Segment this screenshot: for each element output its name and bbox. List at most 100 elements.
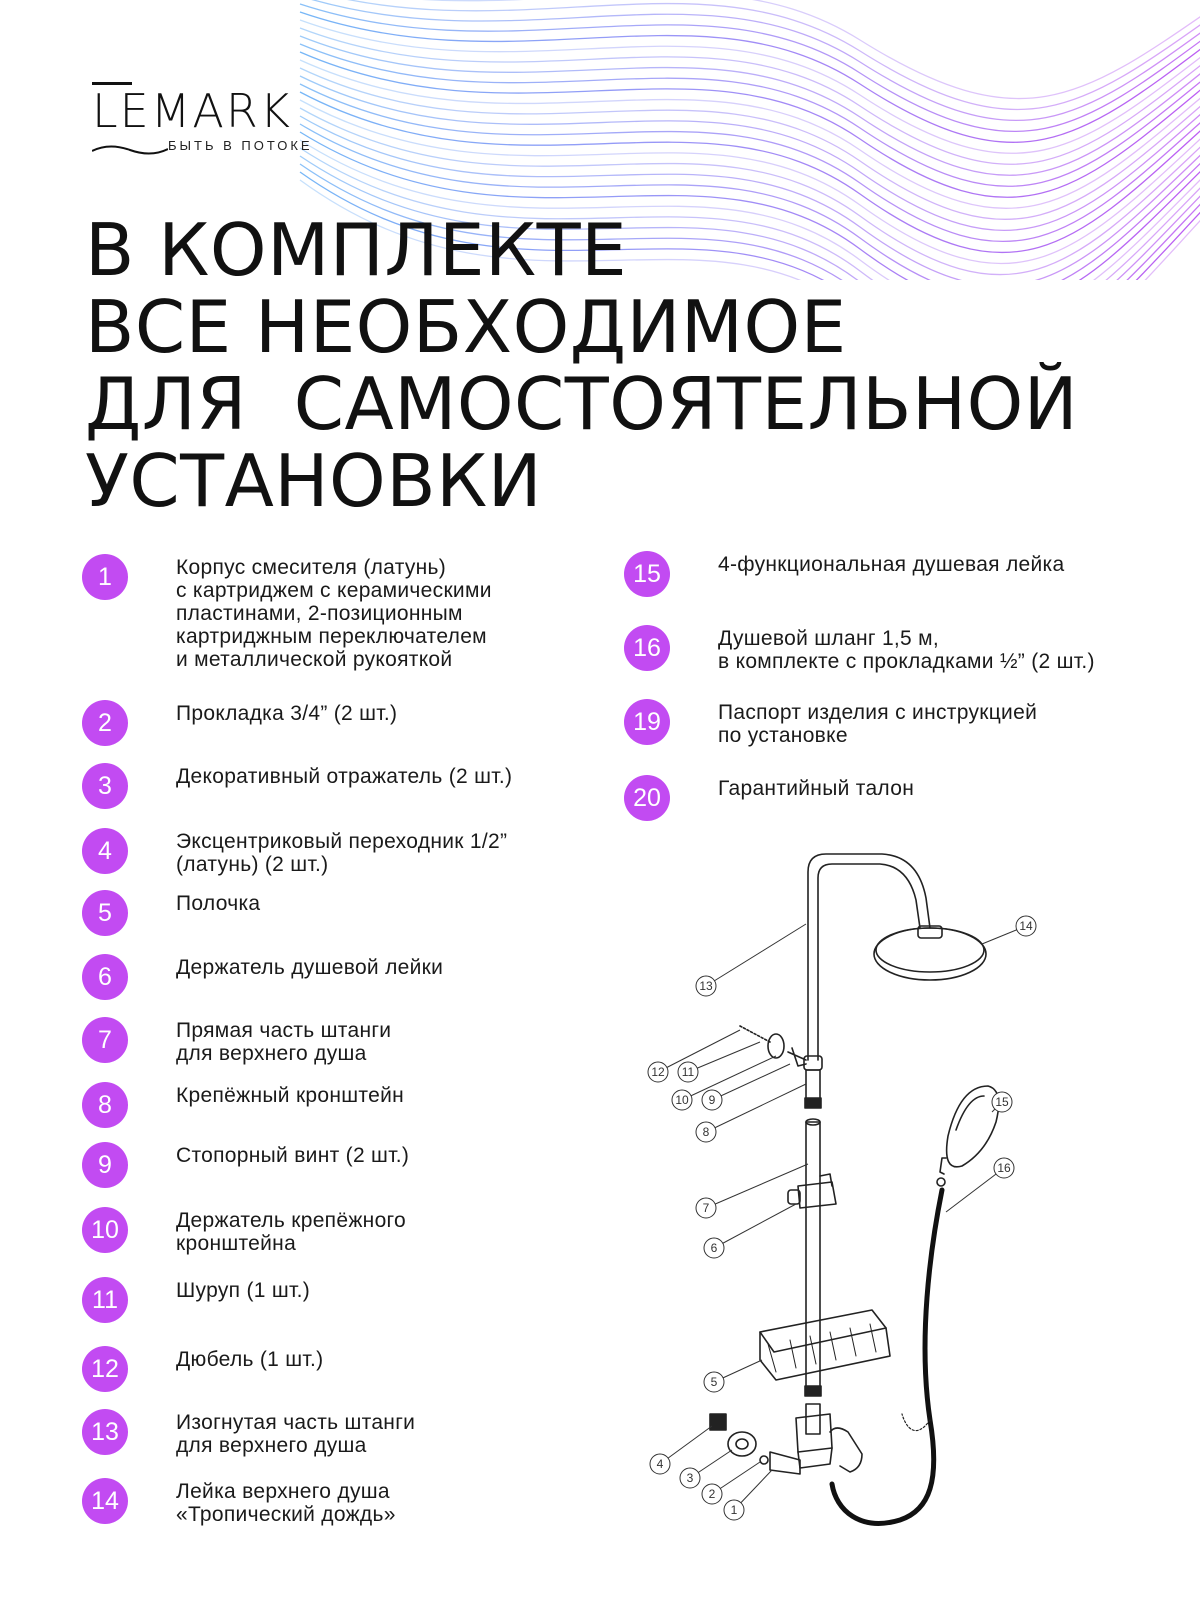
callout-circle [649,1453,671,1475]
callout-circle [671,1089,693,1111]
item-description: Шуруп (1 шт.) [176,1279,556,1302]
item-number-badge: 15 [624,551,670,597]
item-description: Стопорный винт (2 шт.) [176,1144,556,1167]
callout-number: 5 [711,1375,718,1389]
wave-line [299,67,1200,221]
callout-circle [647,1061,669,1083]
wave-line [299,35,1200,176]
item-description-line: Держатель крепёжного [176,1209,407,1232]
wave-line [299,115,1200,280]
wave-line [299,91,1200,254]
wave-line [299,19,1200,154]
item-description: Полочка [176,892,556,915]
callout-circle [701,1089,723,1111]
item-description-line: Декоративный отражатель (2 шт.) [176,765,513,788]
callout-leader-line [713,1203,797,1249]
wave-line [311,0,1200,121]
callout-circle [1015,915,1037,937]
handshower-holder [797,1181,837,1209]
callout-circle [993,1157,1015,1179]
item-description: Эксцентриковый переходник 1/2”(латунь) (… [176,830,556,876]
wave-line [299,123,1200,280]
wave-line [422,0,1200,100]
wave-line [299,43,1200,187]
callout-leader-line [687,1041,761,1073]
callout-leader-line [705,923,807,987]
item-number-badge: 4 [82,828,128,874]
callout-number: 13 [699,979,713,993]
item-description-line: кронштейна [176,1232,297,1255]
item-number-badge: 12 [82,1346,128,1392]
callout-number: 16 [997,1161,1011,1175]
item-description-line: для верхнего душа [176,1434,367,1457]
upper-pipe [807,853,931,1061]
wave-line [299,99,1200,265]
item-description-line: картриджным переключателем [176,625,487,648]
callout-number: 15 [995,1095,1009,1109]
item-number-badge: 11 [82,1277,128,1323]
item-description: Дюбель (1 шт.) [176,1348,556,1371]
item-description: Декоративный отражатель (2 шт.) [176,765,556,788]
callout-number: 4 [657,1457,664,1471]
wave-line [299,131,1200,280]
item-description: Прокладка 3/4” (2 шт.) [176,702,556,725]
brand-name: LEMARK [92,84,292,138]
item-number-badge: 3 [82,763,128,809]
wave-line [299,155,1200,280]
item-number-badge: 7 [82,1017,128,1063]
wave-line [299,179,1200,280]
item-number-badge: 19 [624,699,670,745]
wall-bracket [787,1047,807,1067]
item-number-badge: 13 [82,1409,128,1455]
callout-leader-line [681,1055,777,1101]
title-line: УСТАНОВКИ [85,439,543,523]
item-number-badge: 14 [82,1478,128,1524]
wave-line [299,107,1200,276]
wave-line [299,27,1200,165]
callout-leader-line [945,1167,1005,1213]
callout-circle [723,1499,745,1521]
item-description: 4-функциональная душевая лейка [718,553,1138,576]
callout-circle [703,1371,725,1393]
page-title: В КОМПЛЕКТЕ ВСЕ НЕОБХОДИМОЕ ДЛЯ САМОСТОЯ… [85,212,1165,520]
callout-number: 7 [703,1201,710,1215]
wave-line [299,3,1200,132]
callout-circle [695,1197,717,1219]
wave-line [299,147,1200,280]
callout-circle [701,1483,723,1505]
item-description: Крепёжный кронштейн [176,1084,556,1107]
mixer-body [805,1403,821,1435]
callout-number: 1 [731,1503,738,1517]
logo-bar [92,82,132,85]
item-number-badge: 10 [82,1207,128,1253]
eccentric-adapter [709,1413,727,1431]
callout-circle [695,1121,717,1143]
callout-number: 12 [651,1065,665,1079]
callout-circle [695,975,717,997]
title-line: В КОМПЛЕКТЕ [85,208,628,292]
logo-wave-icon [92,145,168,155]
callout-number: 8 [703,1125,710,1139]
wave-line [299,171,1200,280]
wave-line [347,0,1200,111]
item-number-badge: 9 [82,1142,128,1188]
item-description-line: по установке [718,724,848,747]
callout-leader-line [711,1063,791,1101]
callout-number: 3 [687,1471,694,1485]
item-description: Корпус смесителя (латунь)с картриджем с … [176,556,556,671]
item-number-badge: 2 [82,700,128,746]
wave-line [299,139,1200,280]
item-description-line: Паспорт изделия с инструкцией [718,701,1038,724]
wave-line [299,83,1200,243]
callout-circle [677,1061,699,1083]
item-description-line: 4-функциональная душевая лейка [718,553,1065,576]
callout-leader-line [659,1425,713,1465]
item-description-line: Дюбель (1 шт.) [176,1348,324,1371]
item-number-badge: 20 [624,775,670,821]
callout-leader-line [705,1083,807,1133]
wave-line [299,75,1200,232]
wave-line [299,51,1200,198]
